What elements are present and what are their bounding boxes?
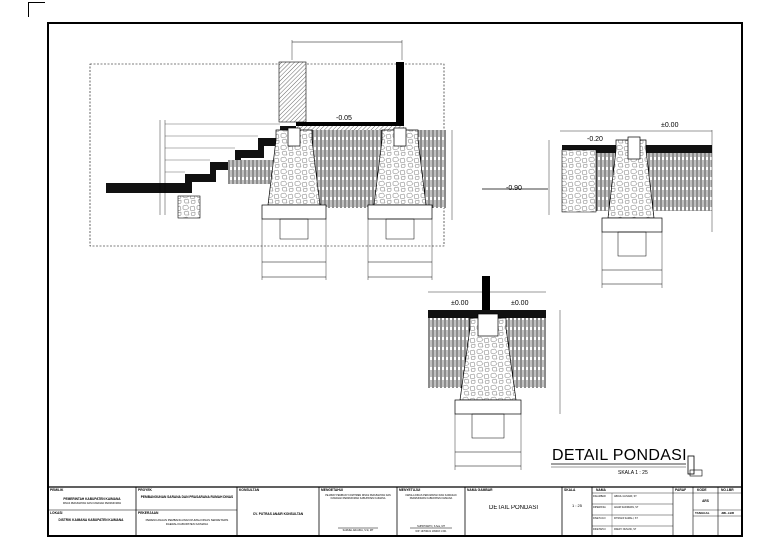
mengetahui-label: MENGETAHUI bbox=[321, 488, 343, 492]
pemilik-sub: DINAS PERUMAHAN DAN KAWASAN PERMUKIMAN bbox=[62, 502, 122, 505]
level-label: ±0.00 bbox=[661, 122, 679, 129]
lokasi-value: DISTRIK KAIMANA KABUPATEN KAIMANA bbox=[58, 518, 124, 522]
person-name: ABDUL GUNAWI, ST bbox=[614, 495, 637, 498]
person-name: ADAM SAFIRMAN, ST bbox=[614, 506, 639, 509]
menyetujui-value: KEPALA DINAS PERUMAHAN DAN KAWASAN PERMU… bbox=[405, 494, 457, 500]
drawing-scale: SKALA 1 : 25 bbox=[618, 470, 648, 476]
konsultan-value: CV. PUTRAS ANAIR KONSULTAN bbox=[252, 512, 304, 516]
kode-label: KODE bbox=[697, 488, 707, 492]
proyek-label: PROYEK bbox=[138, 488, 152, 492]
person-name: FITRIANI SAMALI, ST bbox=[614, 517, 638, 520]
pemilik-value: PEMERINTAH KABUPATEN KAIMANA bbox=[63, 497, 121, 501]
skala-label: SKALA bbox=[564, 488, 576, 492]
menyetujui-name: SUPRIYANTO, S.Sos, MT bbox=[417, 525, 445, 528]
level-label: -0.90 bbox=[506, 185, 522, 192]
menyetujui-label: MENYETUJUI bbox=[399, 488, 421, 492]
jml-lbr-label: JML.LBR bbox=[721, 511, 734, 515]
role-label: DISETUJUI bbox=[593, 517, 606, 520]
lokasi-label: LOKASI bbox=[50, 511, 63, 515]
level-label: ±0.00 bbox=[451, 300, 469, 307]
detail-3-center-foundation bbox=[428, 276, 561, 470]
role-label: DIGAMBAR bbox=[593, 495, 606, 498]
level-label: -0.20 bbox=[587, 136, 603, 143]
mengetahui-value: PEJABAT PEMBUAT KOMITMEN DINAS PERUMAHAN… bbox=[325, 494, 391, 500]
nama-label: NAMA bbox=[596, 488, 606, 492]
nama-gambar-label: NAMA GAMBAR bbox=[467, 488, 493, 492]
pekerjaan-label: PEKERJAAN bbox=[138, 511, 159, 515]
nama-gambar-value: DETAIL PONDASI bbox=[488, 505, 538, 511]
menyetujui-nip: NIP. 19700101 199003 1 001 bbox=[415, 530, 447, 533]
no-lbr-label: NO.LBR bbox=[721, 488, 734, 492]
crop-mark bbox=[28, 2, 45, 17]
level-label: -0.05 bbox=[336, 115, 352, 122]
title-block-grid bbox=[47, 486, 743, 537]
role-label: DIKETAHUI bbox=[593, 528, 606, 531]
skala-value: 1 : 25 bbox=[571, 504, 582, 508]
detail-2-edge-foundation bbox=[482, 130, 713, 288]
konsultan-label: KONSULTAN bbox=[239, 488, 260, 492]
kode-value: ARS bbox=[702, 499, 709, 503]
pemilik-label: PEMILIK bbox=[50, 488, 64, 492]
person-name: FREDY NUNUSI, ST bbox=[614, 528, 637, 531]
detail-1-stair-foundation bbox=[89, 40, 453, 280]
proyek-value: PEMBANGUNAN SARANA DAN PRASARANA RUMAH D… bbox=[140, 495, 234, 499]
role-label: DIPERIKSA bbox=[593, 506, 606, 509]
mengetahui-name: SAMUEL ARAUNA, S.Si, MT bbox=[342, 529, 374, 532]
paraf-label: PARAF bbox=[675, 488, 687, 492]
pekerjaan-value: PERENCANAAN PEMBANGUNAN RUMAH DINAS SEKR… bbox=[145, 518, 229, 526]
tanggal-label: TANGGAL bbox=[695, 511, 710, 515]
drawing-sheet-border bbox=[47, 22, 743, 537]
drawing-title: DETAIL PONDASI bbox=[552, 447, 687, 464]
level-label: ±0.00 bbox=[511, 300, 529, 307]
